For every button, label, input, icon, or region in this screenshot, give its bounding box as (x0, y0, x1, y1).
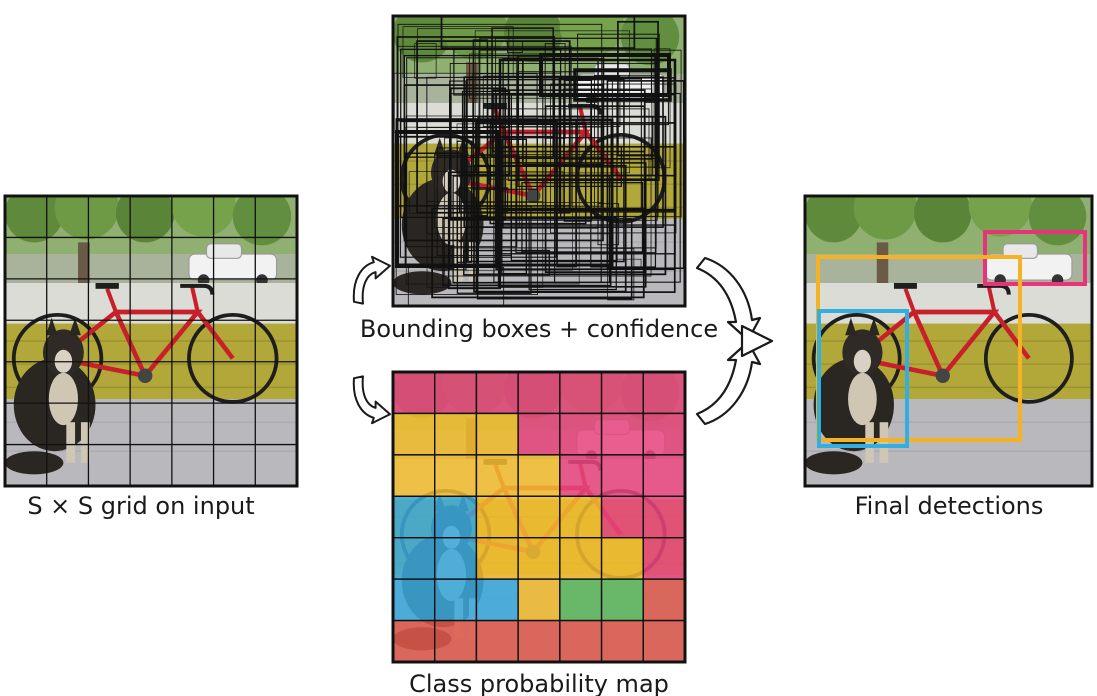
class-cell-pink (642, 454, 686, 497)
class-cell-pink (517, 371, 561, 415)
arrow-to-classmap-icon (352, 375, 391, 425)
class-cell-yellow (600, 537, 644, 580)
bounding-boxes-panel: Bounding boxes + confidence (360, 14, 718, 343)
grid-input-panel: S × S grid on input (3, 173, 299, 520)
class-cell-blue (392, 495, 436, 539)
merge-arrows (695, 256, 774, 426)
class-cell-yellow (559, 537, 603, 580)
input-frame (3, 194, 299, 488)
predicted-box (544, 105, 646, 273)
bounding-box-overlays (393, 15, 685, 306)
classmap-frame (391, 370, 687, 664)
caption-classmap: Class probability map (409, 670, 669, 696)
predicted-box (444, 137, 652, 277)
class-cell-blue (392, 537, 436, 580)
class-cell-red (600, 619, 644, 663)
predicted-box (449, 80, 467, 271)
caption-boxes: Bounding boxes + confidence (360, 315, 718, 343)
class-cell-red (559, 619, 603, 663)
class-cell-yellow (475, 454, 519, 497)
class-cell-yellow (392, 412, 436, 456)
class-cell-blue (475, 578, 519, 622)
class-cell-red (517, 619, 561, 663)
input-photo (5, 173, 297, 486)
predicted-box (436, 147, 512, 256)
class-cell-red (475, 619, 519, 663)
merge-arrow-top-icon (695, 256, 762, 342)
predicted-box (395, 118, 614, 267)
predicted-box (498, 58, 677, 212)
class-cell-pink (642, 412, 686, 456)
class-cell-yellow (392, 454, 436, 497)
class-cell-pink (517, 412, 561, 456)
class-cell-red (434, 619, 478, 663)
predicted-box (408, 171, 564, 214)
predicted-box (616, 258, 642, 270)
detection-box-dog (817, 309, 909, 448)
class-cell-pink (434, 371, 478, 415)
class-cell-red (642, 619, 686, 663)
predicted-box (573, 68, 672, 102)
predicted-box (434, 155, 520, 228)
class-cell-pink (392, 371, 436, 415)
predicted-box (477, 115, 667, 276)
detections-frame (803, 194, 1094, 488)
class-cell-pink (642, 495, 686, 539)
predicted-box (597, 203, 620, 246)
class-cell-blue (434, 537, 478, 580)
class-cell-pink (475, 371, 519, 415)
predicted-box (594, 74, 659, 217)
class-cell-blue (434, 578, 478, 622)
class-cell-pink (600, 371, 644, 415)
arrow-to-boxes-icon (352, 255, 391, 305)
predicted-box (461, 166, 604, 203)
input-grid-lines (5, 196, 297, 486)
class-cell-yellow (434, 412, 478, 456)
predicted-box (426, 201, 544, 288)
predicted-box (417, 28, 510, 129)
class-cell-yellow (475, 495, 519, 539)
class-cell-red (392, 619, 436, 663)
class-cell-yellow (517, 495, 561, 539)
class-cell-pink (600, 454, 644, 497)
class-cell-yellow (475, 537, 519, 580)
caption-detections: Final detections (855, 492, 1044, 520)
predicted-box (447, 171, 501, 290)
class-cell-green (600, 578, 644, 622)
class-probability-cells (392, 371, 686, 663)
predicted-box (474, 30, 630, 174)
class-cell-yellow (559, 495, 603, 539)
merge-arrow-head-icon (740, 324, 774, 358)
merge-arrow-bottom-icon (695, 340, 762, 426)
class-cell-yellow (434, 454, 478, 497)
caption-grid: S × S grid on input (27, 492, 254, 520)
final-detections-panel: Final detections (803, 194, 1094, 520)
class-probability-panel: Class probability map (391, 370, 687, 696)
predicted-box (489, 123, 587, 225)
class-cell-yellow (517, 454, 561, 497)
class-cell-pink (559, 412, 603, 456)
class-cell-pink (559, 371, 603, 415)
predicted-box (396, 36, 556, 138)
class-cell-yellow (517, 537, 561, 580)
class-cell-blue (392, 578, 436, 622)
class-cell-yellow (517, 578, 561, 622)
class-cell-pink (642, 537, 686, 580)
predicted-box (653, 48, 671, 169)
class-cell-yellow (475, 412, 519, 456)
class-cell-red (642, 578, 686, 622)
class-cell-pink (600, 495, 644, 539)
class-cell-green (559, 578, 603, 622)
class-cell-pink (642, 371, 686, 415)
class-cell-pink (559, 454, 603, 497)
class-cell-blue (434, 495, 478, 539)
predicted-box (414, 43, 437, 79)
boxes-frame (391, 14, 687, 308)
class-cell-pink (600, 412, 644, 456)
